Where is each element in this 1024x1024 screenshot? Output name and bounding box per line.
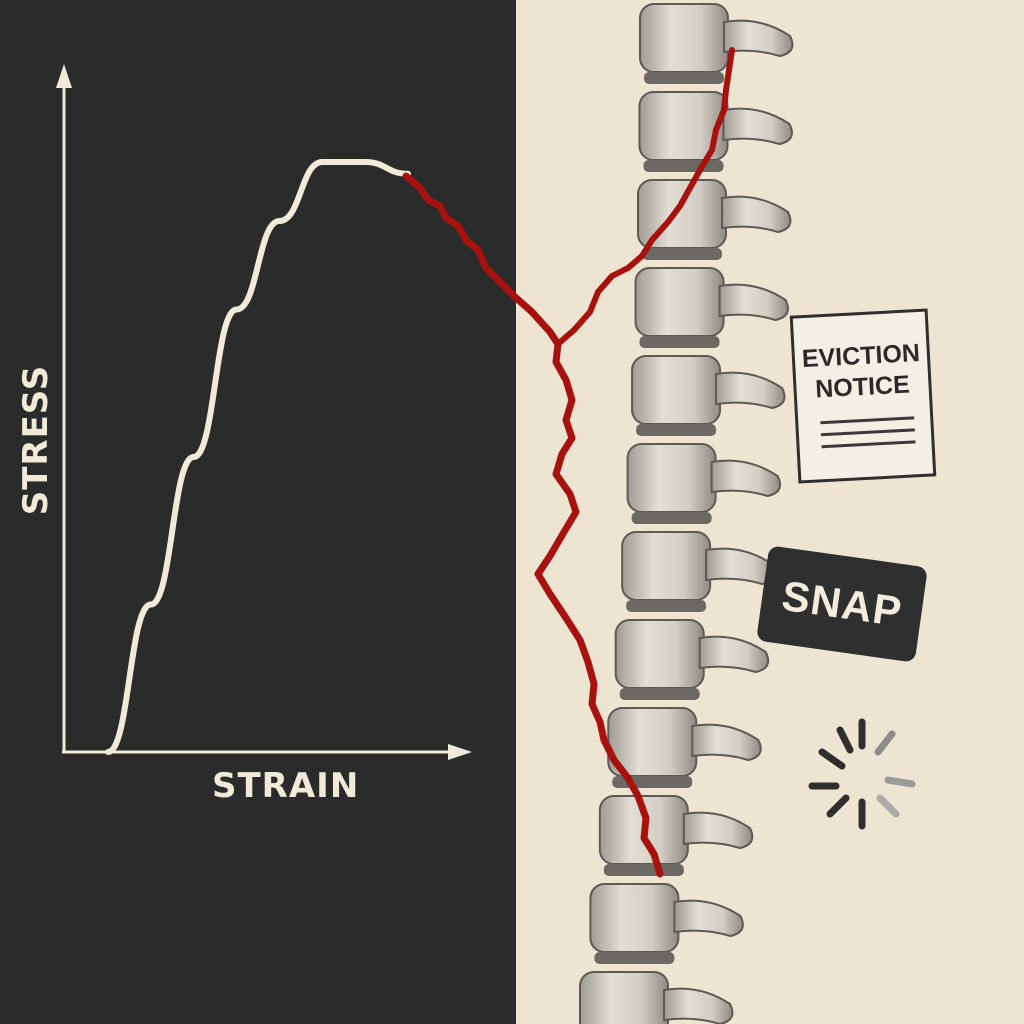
- spinous-process: [715, 371, 786, 410]
- spinal-disc: [603, 864, 684, 876]
- spinal-disc: [643, 160, 724, 172]
- crack-lines: [402, 47, 735, 878]
- spinous-process: [663, 987, 734, 1024]
- spinal-disc: [644, 72, 724, 84]
- spinal-disc: [642, 248, 723, 260]
- spinous-process: [691, 723, 762, 762]
- stress-strain-chart: [56, 64, 472, 760]
- vertebra: [639, 3, 729, 73]
- vertebra: [634, 267, 725, 337]
- spinous-process: [723, 19, 794, 58]
- spinous-process: [710, 459, 781, 498]
- notice-text-line: [820, 416, 915, 425]
- vertebra: [626, 443, 717, 513]
- dark-chart-panel: [0, 0, 516, 1024]
- stress-strain-curve: [105, 159, 411, 755]
- spinal-disc: [636, 424, 717, 436]
- crack-branch: [555, 47, 735, 347]
- crack-main: [402, 172, 664, 878]
- notice-text-line: [821, 440, 916, 449]
- notice-text-line: [820, 428, 915, 437]
- y-axis-arrowhead: [56, 64, 72, 88]
- vertebra: [589, 883, 680, 953]
- spinal-disc: [631, 512, 712, 524]
- spinal-disc: [626, 600, 707, 612]
- snap-label: SNAP: [779, 571, 906, 636]
- vertebra: [579, 971, 669, 1024]
- vertebra: [614, 619, 705, 689]
- spinal-disc: [619, 688, 700, 700]
- spinous-process: [673, 899, 744, 938]
- x-axis-label: STRAIN: [212, 766, 360, 806]
- spinous-process: [718, 283, 789, 322]
- y-axis-label: STRESS: [16, 364, 56, 516]
- vertebra: [621, 531, 712, 601]
- eviction-notice-card: EVICTION NOTICE: [789, 308, 937, 484]
- vertebra: [631, 355, 722, 425]
- spinous-process: [721, 195, 792, 234]
- spinal-disc: [639, 336, 720, 348]
- eviction-notice-text: EVICTION NOTICE: [801, 338, 921, 404]
- spinous-process: [682, 811, 754, 850]
- loading-spinner-icon: [808, 718, 916, 830]
- spinous-process: [698, 635, 770, 674]
- spinal-disc: [594, 952, 675, 964]
- spinous-process: [722, 107, 793, 146]
- x-axis-arrowhead: [448, 744, 472, 760]
- spine-illustration: [579, 3, 794, 1024]
